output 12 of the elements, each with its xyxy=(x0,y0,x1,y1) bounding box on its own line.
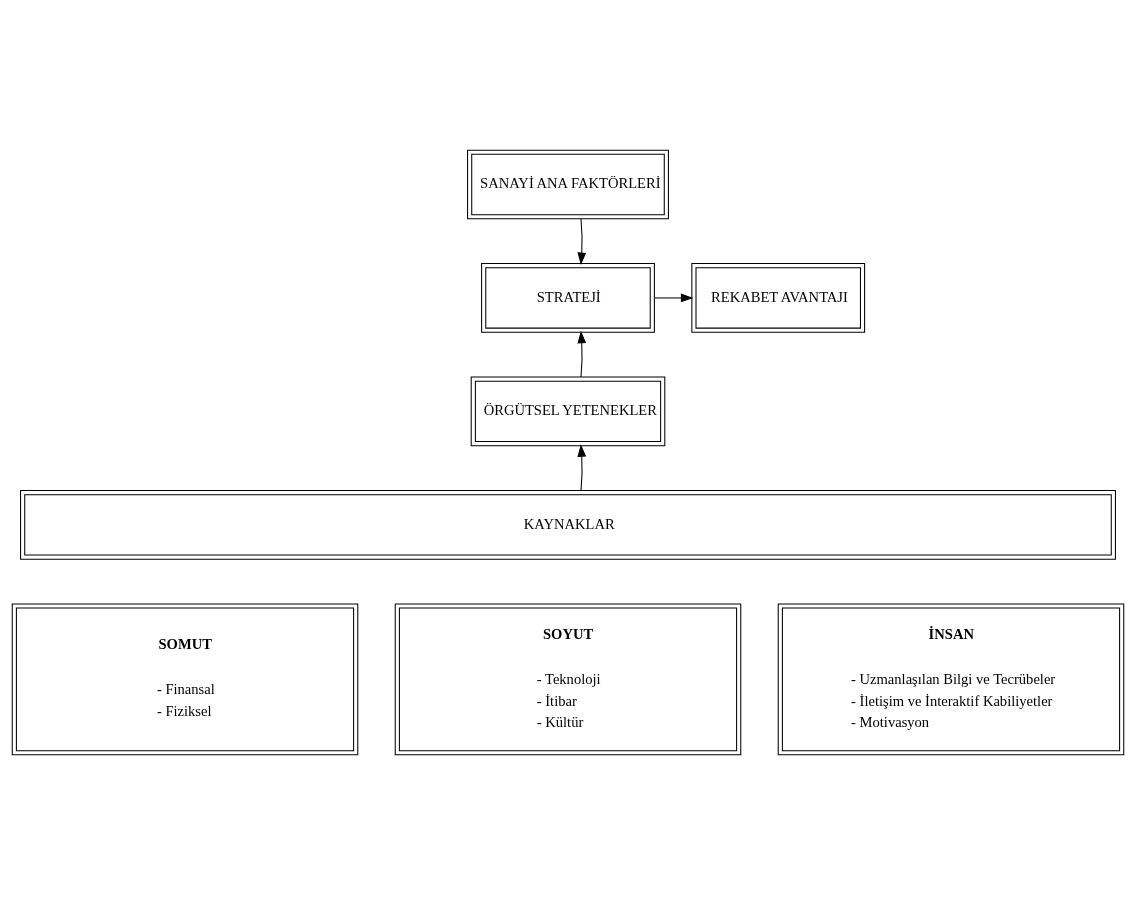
node-box: ÖRGÜTSEL YETENEKLER xyxy=(470,376,666,446)
arrow xyxy=(654,293,694,302)
arrow xyxy=(577,217,587,265)
node-box: STRATEJİ xyxy=(481,262,655,333)
node-box: SANAYİ ANA FAKTÖRLERİ xyxy=(467,149,669,219)
arrow xyxy=(577,330,587,377)
node-box: REKABET AVANTAJI xyxy=(691,262,866,333)
node-box: İNSAN - Uzmanlaşılan Bilgi ve Tecrübeler - İletişim ve İnteraktif Kabiliyetler - Motivasyon xyxy=(777,602,1125,755)
node-box: SOMUT - Finansal - Fiziksel xyxy=(11,602,359,755)
node-box: SOYUT - Teknoloji - İtibar - Kültür xyxy=(394,602,742,755)
arrow xyxy=(577,443,587,491)
node-box: KAYNAKLAR xyxy=(20,489,1116,560)
